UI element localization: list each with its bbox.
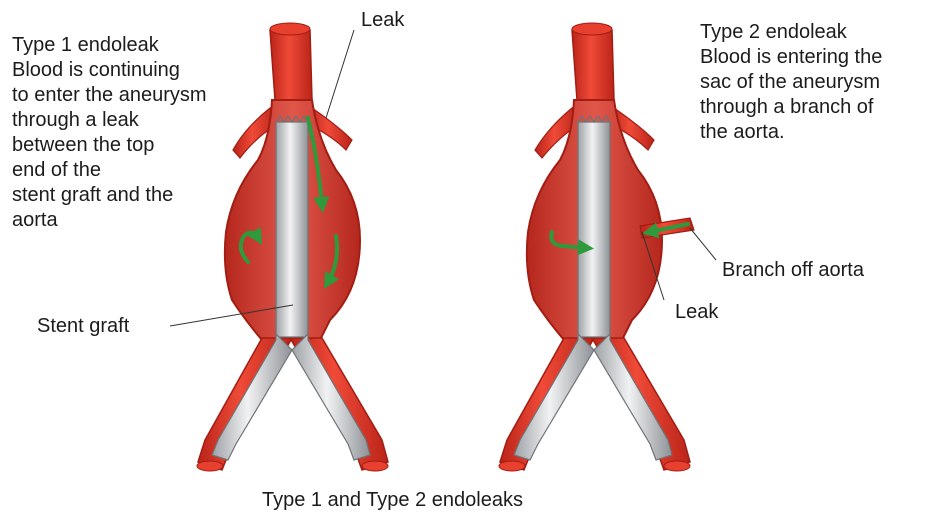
type2-line: sac of the aneurysm — [700, 70, 882, 95]
type1-description: Type 1 endoleak Blood is continuing to e… — [12, 33, 207, 233]
type2-line: Blood is entering the — [700, 45, 882, 70]
type1-line: through a leak — [12, 108, 207, 133]
type1-line: end of the — [12, 158, 207, 183]
stent-graft-label: Stent graft — [37, 314, 129, 339]
aorta-right — [499, 23, 694, 471]
type2-line: through a branch of — [700, 95, 882, 120]
pointer-leak-top — [326, 30, 354, 118]
type1-line: Type 1 endoleak — [12, 33, 207, 58]
type1-line: between the top — [12, 133, 207, 158]
aorta-right-top-opening — [572, 23, 612, 35]
aorta-right-trunk — [572, 25, 614, 100]
type2-line: Type 2 endoleak — [700, 20, 882, 45]
type1-line: Blood is continuing — [12, 58, 207, 83]
type2-description: Type 2 endoleak Blood is entering the sa… — [700, 20, 882, 145]
type1-line: stent graft and the — [12, 183, 207, 208]
aorta-left — [197, 23, 388, 471]
pointer-branch — [690, 228, 716, 260]
type1-line: to enter the aneurysm — [12, 83, 207, 108]
branch-label: Branch off aorta — [722, 258, 864, 283]
aorta-left-trunk — [270, 25, 312, 100]
type2-line: the aorta. — [700, 120, 882, 145]
type1-line: aorta — [12, 208, 207, 233]
figure-caption: Type 1 and Type 2 endoleaks — [262, 488, 523, 513]
leak-label-top: Leak — [361, 8, 404, 33]
leak-label-right: Leak — [675, 300, 718, 325]
aorta-left-top-opening — [270, 23, 310, 35]
